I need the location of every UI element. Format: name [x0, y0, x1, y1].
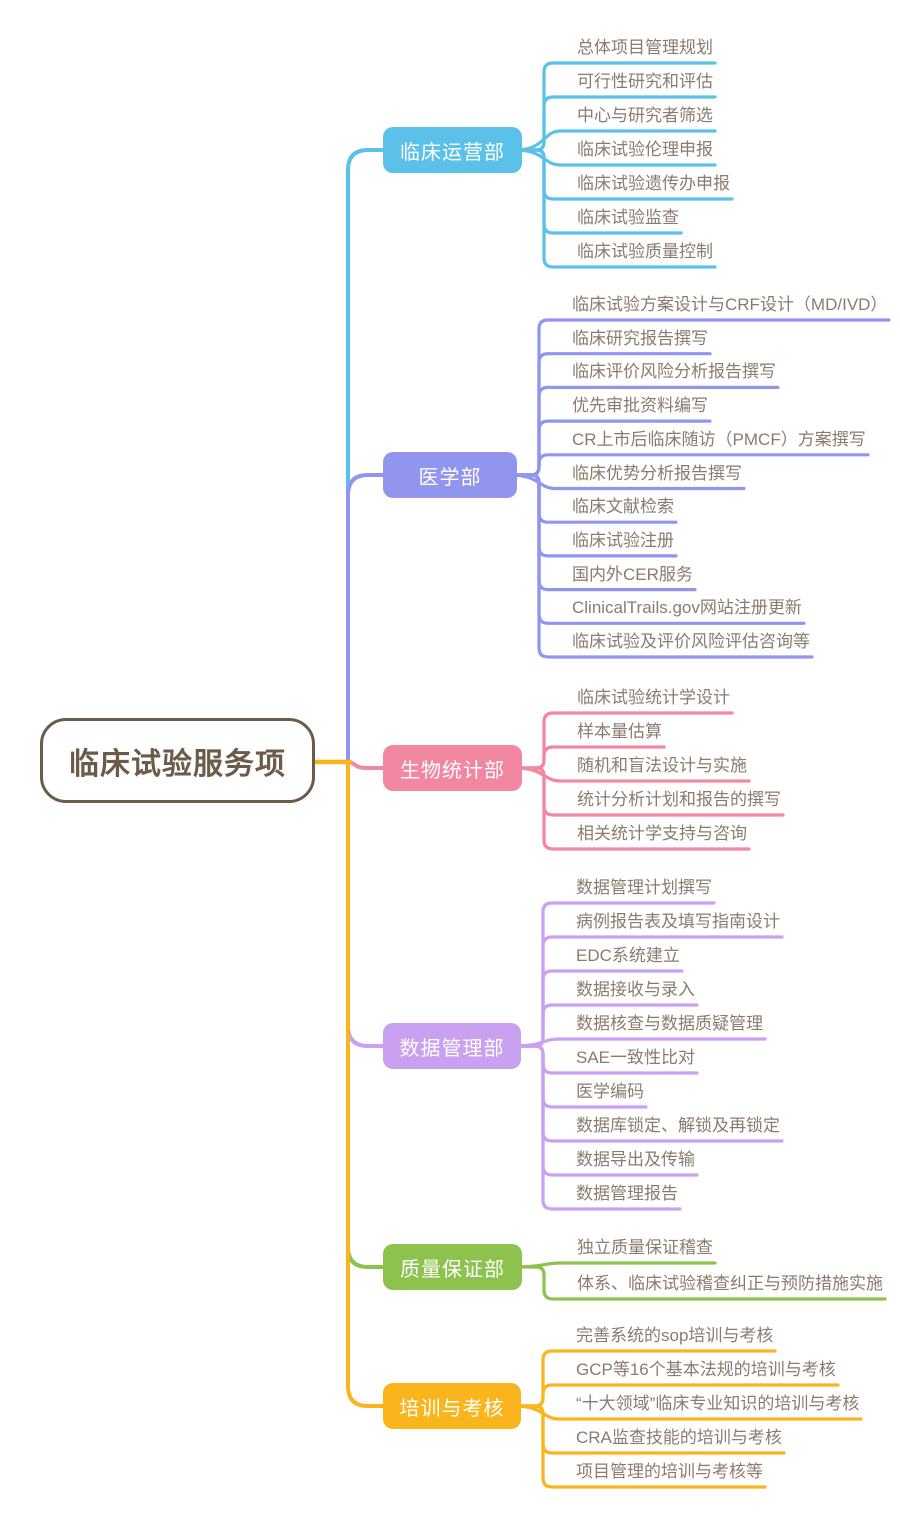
branch-node-label: 临床运营部	[400, 141, 505, 164]
leaf-node[interactable]: CRA监查技能的培训与考核	[576, 1428, 782, 1447]
branch-node-label: 生物统计部	[400, 759, 505, 782]
leaf-node[interactable]: 临床试验注册	[572, 530, 674, 550]
branch-node-label: 医学部	[418, 466, 482, 489]
root-node-label: 临床试验服务项	[69, 747, 286, 781]
leaf-node[interactable]: ClinicalTrails.gov网站注册更新	[572, 598, 802, 618]
leaf-node[interactable]: 临床试验遗传办申报	[577, 174, 730, 193]
leaf-node[interactable]: 可行性研究和评估	[577, 72, 713, 91]
branch-node-medical-affairs[interactable]: 医学部	[383, 452, 517, 498]
leaf-node[interactable]: SAE一致性比对	[576, 1048, 696, 1067]
branch-node-quality-assurance[interactable]: 质量保证部	[383, 1244, 522, 1290]
branch-node-biostatistics[interactable]: 生物统计部	[383, 745, 522, 791]
leaf-connector	[514, 1261, 717, 1269]
leaf-node[interactable]: 样本量估算	[577, 722, 662, 741]
leaf-node[interactable]: 临床试验及评价风险评估咨询等	[572, 632, 810, 651]
leaf-node[interactable]: 临床试验方案设计与CRF设计（MD/IVD）	[572, 295, 888, 314]
leaf-node[interactable]: 临床优势分析报告撰写	[572, 463, 742, 483]
branch-node-label: 培训与考核	[399, 1397, 505, 1420]
branch-node-label: 质量保证部	[400, 1258, 505, 1281]
leaf-node[interactable]: 项目管理的培训与考核等	[576, 1462, 763, 1481]
leaf-node[interactable]: 国内外CER服务	[572, 564, 693, 584]
leaf-node[interactable]: 数据导出及传输	[576, 1150, 695, 1169]
branch-connector	[346, 760, 391, 1408]
leaf-node[interactable]: 独立质量保证稽查	[577, 1238, 713, 1257]
leaf-connector	[514, 1265, 887, 1301]
branch-node-data-management[interactable]: 数据管理部	[383, 1023, 521, 1069]
leaf-node[interactable]: 数据管理计划撰写	[576, 878, 712, 897]
leaf-node[interactable]: 临床文献检索	[572, 497, 674, 517]
root-node[interactable]: 临床试验服务项	[40, 718, 315, 803]
branch-connector	[346, 760, 391, 1048]
leaf-node[interactable]: 数据库锁定、解锁及再锁定	[576, 1116, 780, 1135]
leaf-node[interactable]: 数据核查与数据质疑管理	[576, 1014, 763, 1033]
leaf-node[interactable]: 临床研究报告撰写	[572, 328, 708, 348]
branch-node-label: 数据管理部	[399, 1037, 505, 1060]
branch-connector	[346, 473, 391, 764]
branch-connector	[346, 760, 391, 1269]
leaf-node[interactable]: 医学编码	[576, 1082, 644, 1101]
branch-connector	[346, 148, 391, 764]
leaf-node[interactable]: 统计分析计划和报告的撰写	[577, 790, 781, 809]
leaf-node[interactable]: EDC系统建立	[576, 946, 680, 965]
leaf-connector	[513, 1037, 767, 1048]
leaf-connector	[513, 1404, 767, 1489]
leaf-node[interactable]: 优先审批资料编写	[572, 396, 708, 416]
leaf-node[interactable]: 临床试验质量控制	[577, 242, 713, 261]
leaf-node[interactable]: 数据管理报告	[576, 1184, 678, 1203]
branch-node-training-assessment[interactable]: 培训与考核	[383, 1383, 521, 1429]
leaf-node[interactable]: 病例报告表及填写指南设计	[576, 912, 780, 931]
leaf-connector	[513, 1044, 682, 1211]
leaf-node[interactable]: 临床试验统计学设计	[577, 688, 730, 707]
leaf-node[interactable]: 体系、临床试验稽查纠正与预防措施实施	[577, 1274, 883, 1293]
leaf-connector	[514, 766, 751, 851]
leaf-node[interactable]: 数据接收与录入	[576, 980, 695, 999]
leaf-node[interactable]: 临床试验伦理申报	[577, 140, 713, 159]
leaf-connector	[509, 473, 814, 659]
leaf-node[interactable]: 随机和盲法设计与实施	[577, 756, 747, 775]
leaf-node[interactable]: 总体项目管理规划	[577, 38, 713, 57]
leaf-node[interactable]: “十大领域”临床专业知识的培训与考核	[576, 1394, 860, 1413]
leaf-node[interactable]: GCP等16个基本法规的培训与考核	[576, 1360, 836, 1379]
leaf-node[interactable]: 完善系统的sop培训与考核	[576, 1326, 774, 1345]
leaf-node[interactable]: 相关统计学支持与咨询	[577, 824, 747, 843]
leaf-node[interactable]: CR上市后临床随访（PMCF）方案撰写	[572, 429, 866, 449]
leaf-node[interactable]: 临床试验监查	[577, 208, 679, 227]
leaf-connector	[514, 148, 717, 269]
leaf-node[interactable]: 临床评价风险分析报告撰写	[572, 362, 776, 382]
leaf-node[interactable]: 中心与研究者筛选	[577, 106, 713, 125]
branch-node-clinical-operations[interactable]: 临床运营部	[383, 127, 522, 173]
